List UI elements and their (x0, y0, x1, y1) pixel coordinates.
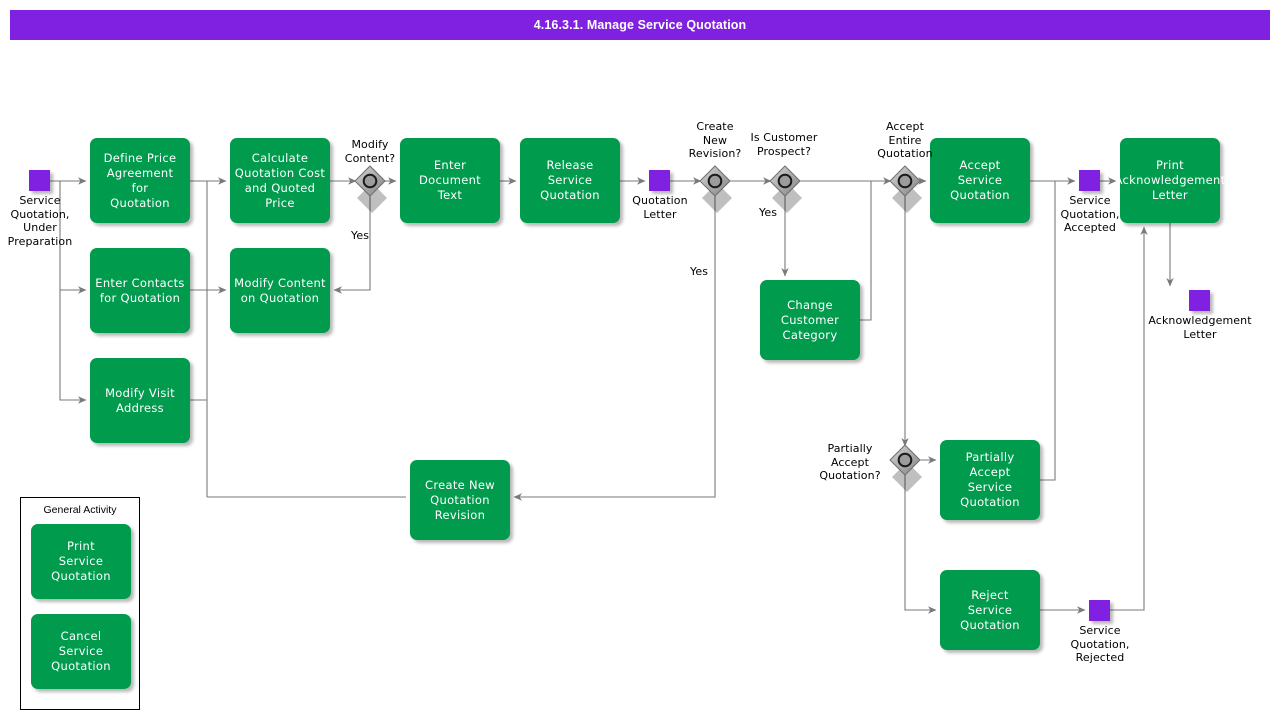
page-title: 4.16.3.1. Manage Service Quotation (533, 18, 747, 32)
edge-label-yes-create-new-revision: Yes (689, 265, 709, 278)
data-object-acknowledgement-letter[interactable] (1189, 290, 1210, 311)
data-object-quotation-letter[interactable] (649, 170, 670, 191)
edge-label-yes-customer-prospect: Yes (758, 206, 778, 219)
data-object-service-quotation-accepted[interactable] (1079, 170, 1100, 191)
data-object-service-quotation-rejected[interactable] (1089, 600, 1110, 621)
edge-label-yes-modify-content: Yes (350, 229, 370, 242)
page-title-bar: 4.16.3.1. Manage Service Quotation (10, 10, 1270, 40)
data-object-service-quotation-under-preparation[interactable] (29, 170, 50, 191)
legend-title: General Activity (43, 504, 117, 516)
